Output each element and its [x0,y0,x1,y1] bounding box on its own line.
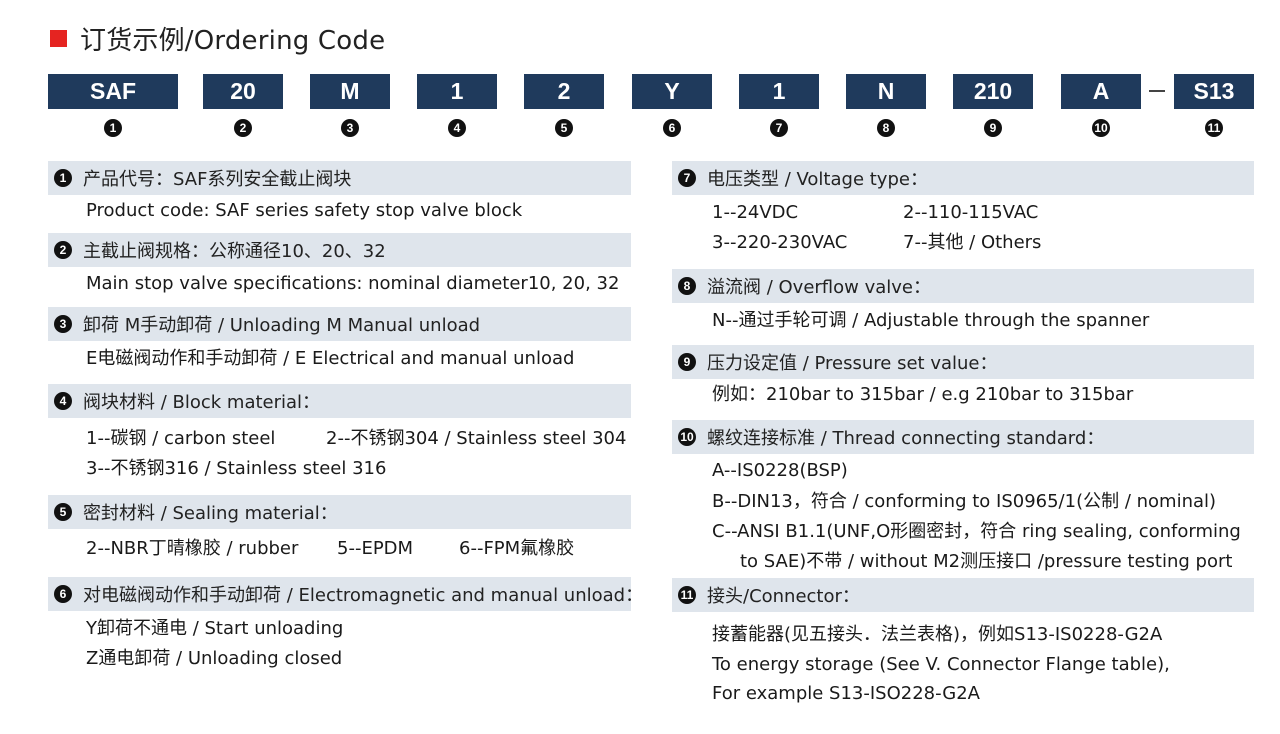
code-segment-electromagnetic: Y [632,74,712,109]
section-header-thread-standard: 10 螺纹连接标准 / Thread connecting standard： [672,420,1254,454]
section-line: A--IS0228(BSP) [712,460,848,481]
page-heading: 订货示例/Ordering Code [50,20,385,56]
section-header-block-material: 4 阀块材料 / Block material： [48,384,631,418]
section-number-badge: 3 [54,315,72,333]
section-line: Y卸荷不通电 / Start unloading [86,618,344,639]
section-line: 5--EPDM [337,538,414,559]
code-segment-sealing: 2 [524,74,604,109]
section-title: 主截止阀规格：公称通径10、20、32 [83,241,386,262]
section-number-badge: 4 [54,392,72,410]
section-line: 3--不锈钢316 / Stainless steel 316 [86,458,387,479]
code-segment-overflow: N [846,74,926,109]
segment-number-badge: 10 [1092,119,1110,137]
section-header-product-code: 1 产品代号：SAF系列安全截止阀块 [48,161,631,195]
code-dash [1149,90,1165,92]
section-number-badge: 8 [678,277,696,295]
section-line: 例如：210bar to 315bar / e.g 210bar to 315b… [712,384,1134,405]
section-header-voltage-type: 7 电压类型 / Voltage type： [672,161,1254,195]
section-header-connector: 11 接头/Connector： [672,578,1254,612]
section-title: 产品代号：SAF系列安全截止阀块 [83,169,352,190]
segment-number-badge: 7 [770,119,788,137]
section-line: Z通电卸荷 / Unloading closed [86,648,343,669]
segment-number-badge: 9 [984,119,1002,137]
code-segment-voltage: 1 [739,74,819,109]
section-line: E电磁阀动作和手动卸荷 / E Electrical and manual un… [86,348,575,369]
code-segment-saf: SAF [48,74,178,109]
section-line: Product code: SAF series safety stop val… [86,200,523,221]
section-line: To energy storage (See V. Connector Flan… [712,654,1170,675]
code-segment-connector: S13 [1174,74,1254,109]
segment-number-badge: 8 [877,119,895,137]
segment-number-badge: 4 [448,119,466,137]
section-number-badge: 7 [678,169,696,187]
section-number-badge: 1 [54,169,72,187]
section-title: 溢流阀 / Overflow valve： [707,277,932,298]
section-number-badge: 11 [678,586,696,604]
section-line: to SAE)不带 / without M2测压接口 /pressure tes… [740,551,1233,572]
section-title: 阀块材料 / Block material： [83,392,321,413]
section-header-overflow-valve: 8 溢流阀 / Overflow valve： [672,269,1254,303]
code-segment-size: 20 [203,74,283,109]
section-number-badge: 9 [678,353,696,371]
section-line: 1--碳钢 / carbon steel [86,428,276,449]
section-line: 2--不锈钢304 / Stainless steel 304 [326,428,627,449]
section-title: 电压类型 / Voltage type： [707,169,928,190]
section-title: 卸荷 M手动卸荷 / Unloading M Manual unload [83,315,481,336]
section-header-electromagnetic-unload: 6 对电磁阀动作和手动卸荷 / Electromagnetic and manu… [48,577,643,611]
code-segment-pressure: 210 [953,74,1033,109]
section-line: N--通过手轮可调 / Adjustable through the spann… [712,310,1150,331]
section-line: For example S13-ISO228-G2A [712,683,980,704]
section-line: 1--24VDC [712,202,799,223]
section-line: 2--NBR丁晴橡胶 / rubber [86,538,299,559]
section-line: 6--FPM氟橡胶 [459,538,575,559]
section-header-sealing-material: 5 密封材料 / Sealing material： [48,495,631,529]
section-title: 密封材料 / Sealing material： [83,503,338,524]
page-title: 订货示例/Ordering Code [80,25,386,56]
section-header-main-valve-spec: 2 主截止阀规格：公称通径10、20、32 [48,233,631,267]
segment-number-badge: 5 [555,119,573,137]
section-line: Main stop valve specifications: nominal … [86,273,620,294]
section-title: 对电磁阀动作和手动卸荷 / Electromagnetic and manual… [83,585,644,606]
section-line: 3--220-230VAC [712,232,848,253]
section-header-pressure-set-value: 9 压力设定值 / Pressure set value： [672,345,1254,379]
section-number-badge: 5 [54,503,72,521]
section-title: 螺纹连接标准 / Thread connecting standard： [707,428,1105,449]
segment-number-badge: 6 [663,119,681,137]
section-title: 压力设定值 / Pressure set value： [707,353,998,374]
section-line: C--ANSI B1.1(UNF,O形圈密封，符合 ring sealing, … [712,521,1241,542]
code-segment-thread: A [1061,74,1141,109]
section-line: 2--110-115VAC [903,202,1039,223]
segment-number-badge: 1 [104,119,122,137]
segment-number-badge: 3 [341,119,359,137]
section-number-badge: 6 [54,585,72,603]
code-segment-block-material: 1 [417,74,497,109]
section-line: 接蓄能器(见五接头．法兰表格)，例如S13-IS0228-G2A [712,624,1163,645]
section-number-badge: 10 [678,428,696,446]
section-title: 接头/Connector： [707,586,860,607]
segment-number-badge: 11 [1205,119,1223,137]
section-number-badge: 2 [54,241,72,259]
code-segment-unloading: M [310,74,390,109]
section-line: 7--其他 / Others [903,232,1042,253]
section-header-unloading: 3 卸荷 M手动卸荷 / Unloading M Manual unload [48,307,631,341]
section-line: B--DIN13，符合 / conforming to IS0965/1(公制 … [712,491,1217,512]
segment-number-badge: 2 [234,119,252,137]
red-square-marker [50,29,67,47]
